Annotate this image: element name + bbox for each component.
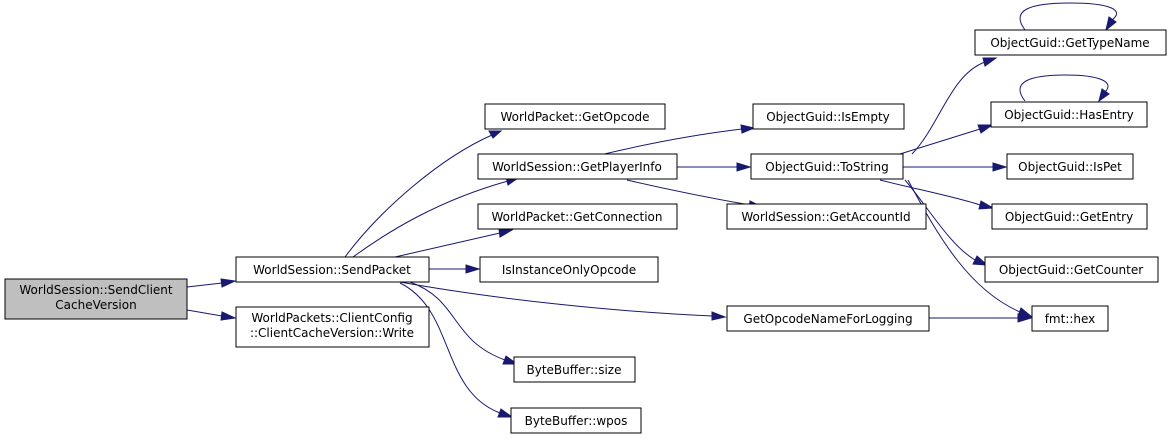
node-is-empty[interactable]: ObjectGuid::IsEmpty xyxy=(752,103,905,130)
node-is-instance-only-opcode[interactable]: IsInstanceOnlyOpcode xyxy=(479,256,659,283)
node-label: ObjectGuid::ToString xyxy=(765,160,888,174)
edge-sendpacket-isinstanceonlyopcode xyxy=(429,264,481,274)
node-label-line-2: ::ClientCacheVersion::Write xyxy=(250,326,414,340)
node-get-player-info[interactable]: WorldSession::GetPlayerInfo xyxy=(477,153,678,180)
node-label: ObjectGuid::GetTypeName xyxy=(990,36,1149,50)
node-label: ObjectGuid::IsEmpty xyxy=(766,110,890,124)
node-label: WorldSession::GetPlayerInfo xyxy=(492,160,662,174)
edge-tostring-gettypename xyxy=(911,57,998,155)
edge-gettypename-self xyxy=(1019,2,1118,32)
node-label-line-1: WorldSession::SendClient xyxy=(19,283,173,297)
node-to-string[interactable]: ObjectGuid::ToString xyxy=(750,153,904,180)
node-get-opcode[interactable]: WorldPacket::GetOpcode xyxy=(484,103,666,130)
node-label: ObjectGuid::HasEntry xyxy=(1004,108,1134,122)
edge-tostring-fmthex xyxy=(907,179,1034,318)
node-bytebuffer-size[interactable]: ByteBuffer::size xyxy=(513,356,636,383)
node-label: IsInstanceOnlyOpcode xyxy=(502,263,636,277)
node-label-line-2: CacheVersion xyxy=(55,298,136,312)
edge-tostring-hasentry xyxy=(899,124,994,155)
edge-sendpacket-getconnection xyxy=(394,228,514,258)
node-label: WorldSession::SendPacket xyxy=(253,263,411,277)
node-label: ByteBuffer::size xyxy=(527,363,622,377)
node-is-pet[interactable]: ObjectGuid::IsPet xyxy=(1006,153,1134,180)
node-fmt-hex[interactable]: fmt::hex xyxy=(1031,305,1109,332)
node-get-counter[interactable]: ObjectGuid::GetCounter xyxy=(984,256,1159,283)
node-label: ObjectGuid::GetEntry xyxy=(1005,210,1133,224)
node-label-line-1: WorldPackets::ClientConfig xyxy=(251,311,412,325)
edge-tostring-getentry xyxy=(879,179,995,210)
node-get-type-name[interactable]: ObjectGuid::GetTypeName xyxy=(974,29,1167,56)
node-get-account-id[interactable]: WorldSession::GetAccountId xyxy=(726,203,927,230)
node-get-entry[interactable]: ObjectGuid::GetEntry xyxy=(991,203,1148,230)
edge-tostring-ispet xyxy=(903,162,1008,172)
node-label: GetOpcodeNameForLogging xyxy=(743,312,912,326)
node-label: WorldSession::GetAccountId xyxy=(741,210,910,224)
edge-getplayerinfo-isempty xyxy=(599,124,756,156)
node-get-connection[interactable]: WorldPacket::GetConnection xyxy=(477,203,678,230)
node-label: WorldPacket::GetOpcode xyxy=(500,110,649,124)
node-send-packet[interactable]: WorldSession::SendPacket xyxy=(235,256,430,283)
edge-getopcodenameforlogging-fmthex xyxy=(929,313,1033,323)
edge-hasentry-self xyxy=(1019,74,1110,103)
node-label: WorldPacket::GetConnection xyxy=(491,210,662,224)
node-label: ObjectGuid::GetCounter xyxy=(999,263,1143,277)
node-client-cache-version-write[interactable]: WorldPackets::ClientConfig ::ClientCache… xyxy=(235,306,430,348)
edge-sendclientcacheversion-sendpacket xyxy=(186,278,237,288)
edge-sendpacket-wpos xyxy=(399,282,514,418)
edge-sendpacket-getopcode xyxy=(344,130,503,258)
node-has-entry[interactable]: ObjectGuid::HasEntry xyxy=(990,101,1148,128)
edge-sendpacket-getopcodenameforlogging xyxy=(399,281,727,321)
node-label: ObjectGuid::IsPet xyxy=(1018,160,1122,174)
node-label: fmt::hex xyxy=(1045,312,1096,326)
node-label: ByteBuffer::wpos xyxy=(525,414,628,428)
node-bytebuffer-wpos[interactable]: ByteBuffer::wpos xyxy=(510,407,642,434)
edge-getplayerinfo-tostring xyxy=(677,162,752,172)
node-get-opcode-name-for-logging[interactable]: GetOpcodeNameForLogging xyxy=(726,305,930,332)
edge-sendclientcacheversion-write xyxy=(186,309,237,321)
node-send-client-cache-version[interactable]: WorldSession::SendClient CacheVersion xyxy=(4,278,188,320)
